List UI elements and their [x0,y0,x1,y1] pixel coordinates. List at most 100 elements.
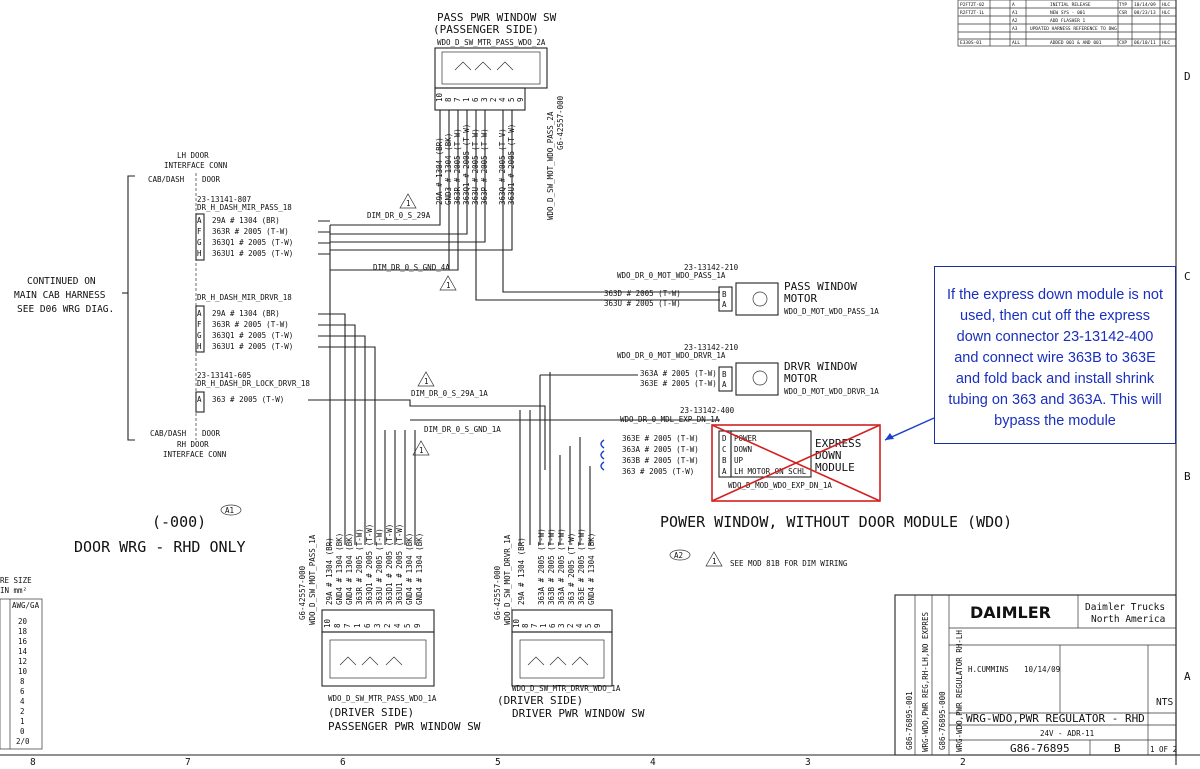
pin-label: 6 [548,623,557,628]
wire-label: GND4 # 1304 (BK) [587,533,596,605]
driver-pwr-window-switch: G6-42557-000 WDO_D_SW_MOT_DRVR_1A 29A # … [493,528,645,720]
revision-block: P2FTZT-02 A INITIAL RELEASE TYP 10/14/09… [957,0,1177,47]
driver-switch-pins: 10 8 7 1 6 3 2 4 5 9 [512,618,602,628]
wire-label: 363 # 2005 (T-W) [622,467,694,476]
switch-conn: WDO_D_SW_MTR_DRVR_WDO_1A [512,684,621,693]
function-label: LH MOTOR ON SCHL [734,467,807,476]
rev-rev: A [1012,2,1015,8]
wire-label: 363U1 # 2005 (T-W) [212,249,293,258]
pin-label: 8 [333,623,342,628]
left-title: DOOR WRG - RHD ONLY [74,538,246,556]
wire-label: 363D # 2005 (T-W) [604,289,681,298]
rev-desc: ADDED 001 & AND 001 [1050,40,1102,46]
title-block: G86-76895-001 WRG-WDO,PWR REG,RH-LH,NO E… [894,594,1177,756]
wire-label: 363U1 # 2005 (T-W) [395,524,404,605]
wire-label: 363U # 2005 (T-W) [604,299,681,308]
rev-desc: ADD FLASHER 1 [1050,18,1086,24]
note-badge: A2 [674,551,683,560]
right-title: POWER WINDOW, WITHOUT DOOR MODULE (WDO) [660,513,1012,531]
pin-label: B [722,370,727,379]
zone-label: C [1184,270,1191,283]
lh-door-subtitle: INTERFACE CONN [164,161,227,170]
passenger-pwr-window-switch: G6-42557-000 WDO_D_SW_MOT_PASS_1A 29A # … [298,524,481,733]
wire-size-value: 2/0 [16,737,30,746]
note-number: 1 [406,199,411,208]
pin-label: A [722,380,727,389]
wire-label: 363 # 2005 (T-W) [212,395,284,404]
pin-label: D [722,434,727,443]
pin-label: C [722,445,727,454]
rev-ecn: P2FTZT-02 [960,2,985,8]
pin-label: F [197,320,202,329]
side-label: WRG-WDO,PWR REGULATOR RH-LH [955,630,964,752]
pin-label: 7 [343,623,352,628]
pin-label: G [197,238,202,247]
pin-label: 6 [471,97,480,102]
wire-label: 363A # 2005 (T-W) [622,445,699,454]
function-label: DOWN [734,445,752,454]
pin-label: 3 [373,623,382,628]
switch-harness: WDO_D_SW_MOT_DRVR_1A [503,534,512,625]
rh-door-title: RH DOOR [177,440,209,449]
rev-by: CSR [1119,10,1127,16]
rev-desc: UPDATED HARNESS REFERENCE TO DWG [1030,26,1117,32]
revision-row: R2FTZT-1L A1 NEW SYS - 001 CSR 08/23/13 … [960,10,1170,16]
continued-line: MAIN CAB HARNESS [14,290,106,301]
side-label: G86-76895-000 [938,691,947,750]
motor-label: DRVR WINDOW [784,360,857,373]
pin-label: 5 [507,97,516,102]
wire-label: 363A # 2005 (T-W) [640,369,717,378]
cab-dash-label: CAB/DASH [150,429,187,438]
wire-size-value: 8 [20,677,25,686]
wire-size-header: AWG/GA [12,601,40,610]
left-badge: A1 [225,506,234,515]
door-label: DOOR [202,175,221,184]
pin-label: A [722,300,727,309]
connector-name: DR_H_DASH_MIR_PASS_18 [197,203,292,212]
wire-label: GND4 # 1304 (BK) [405,533,414,605]
wire-label: 363U1 # 2005 (T-W) [212,342,293,351]
pin-label: 2 [383,623,392,628]
revision-row: P2FTZT-02 A INITIAL RELEASE TYP 10/14/09… [960,2,1170,8]
wire-label: 363R # 2005 (T-W) [212,320,289,329]
switch-conn: WDO_D_SW_MTR_PASS_WDO_1A [328,694,437,703]
pin-label: 9 [593,623,602,628]
drawing-title: WRG-WDO,PWR REGULATOR - RHD [966,712,1145,725]
wire-label: GND4 # 1304 (BK) [415,533,424,605]
cab-dash-label: CAB/DASH [148,175,185,184]
wire-label: 29A # 1304 (BR) [517,537,526,605]
switch-part-no: G6-42557-000 [493,565,502,620]
zone-label: A [1184,670,1191,683]
wire-size-value: 14 [18,647,28,656]
note-number: 1 [419,446,424,455]
wire-size-value: 16 [18,637,28,646]
ground-label: DIM_DR_0_S_GND_1A [424,425,501,434]
rev-desc: INITIAL RELEASE [1050,2,1091,8]
pin-label: 10 [435,92,444,102]
side-label: WRG-WDO,PWR REG,RH-LH,NO EXPRES [921,612,930,752]
pin-label: 9 [413,623,422,628]
continued-note: CONTINUED ON MAIN CAB HARNESS SEE D06 WR… [14,276,114,315]
wire-size-value: 1 [20,717,25,726]
wire-size-value: 20 [18,617,28,626]
pass-motor-rows: 363D # 2005 (T-W) B 363U # 2005 (T-W) A [604,289,727,309]
motor-label: MOTOR [784,372,817,385]
rev-ecn: E330S-01 [960,40,982,46]
rev-date: 06/10/11 [1134,40,1156,46]
zone-label: B [1184,470,1191,483]
callout-arrow-head [885,433,894,440]
wire-label: GND4 # 1304 (BK) [335,533,344,605]
motor-label: MOTOR [784,292,817,305]
part-number: 23-13142-400 [680,406,735,415]
wire-label: GND4 # 1304 (BK) [345,533,354,605]
rev-date: 10/14/09 [1134,2,1156,8]
wire-label: 363B # 2005 (T-W) [547,528,556,605]
drawing-subtitle: 24V - ADR-11 [1040,729,1094,738]
wire-size-table: RE SIZE IN mm² AWG/GA 20 18 16 14 12 10 … [0,576,43,750]
motor-name: WDO_D_MOT_WDO_PASS_1A [784,307,879,316]
wire-label: 29A # 1304 (BR) [212,216,280,225]
scale: NTS [1156,697,1173,708]
rev-ecn: R2FTZT-1L [960,10,985,16]
